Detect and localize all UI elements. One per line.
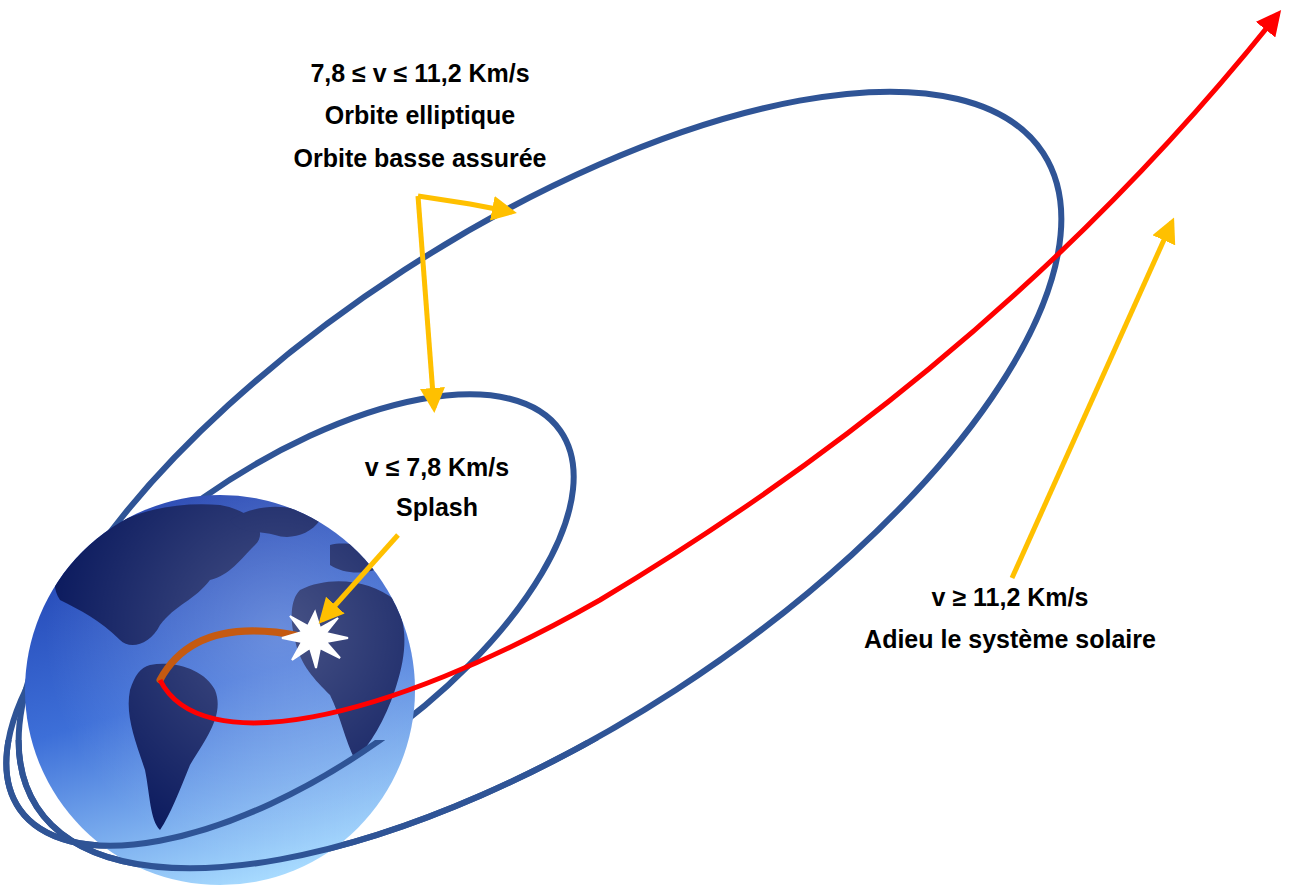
splash-burst <box>282 612 348 668</box>
low-orbit-front <box>0 740 620 887</box>
low-orbit-note: v ≤ 7,8 Km/s <box>365 452 509 482</box>
orbit-note: Orbite basse assurée <box>294 143 547 173</box>
elliptic-orbit <box>0 0 1179 887</box>
escape-note: Adieu le système solaire <box>864 624 1156 654</box>
low-orbit-note: Splash <box>396 492 478 522</box>
pointer-elliptic <box>418 196 512 212</box>
escape-trajectory <box>160 14 1278 723</box>
pointer-escape <box>1012 222 1172 578</box>
orbit-note: 7,8 ≤ v ≤ 11,2 Km/s <box>310 58 529 88</box>
suborbital-trajectory <box>160 631 300 680</box>
pointer-splash <box>322 535 398 620</box>
escape-note: v ≥ 11,2 Km/s <box>932 582 1089 612</box>
low-orbit <box>0 308 646 887</box>
orbit-note: Orbite elliptique <box>325 100 515 130</box>
elliptic-orbit-front <box>0 740 620 887</box>
pointer-low-orbit <box>418 196 434 408</box>
pointer-arrows <box>322 196 1172 620</box>
